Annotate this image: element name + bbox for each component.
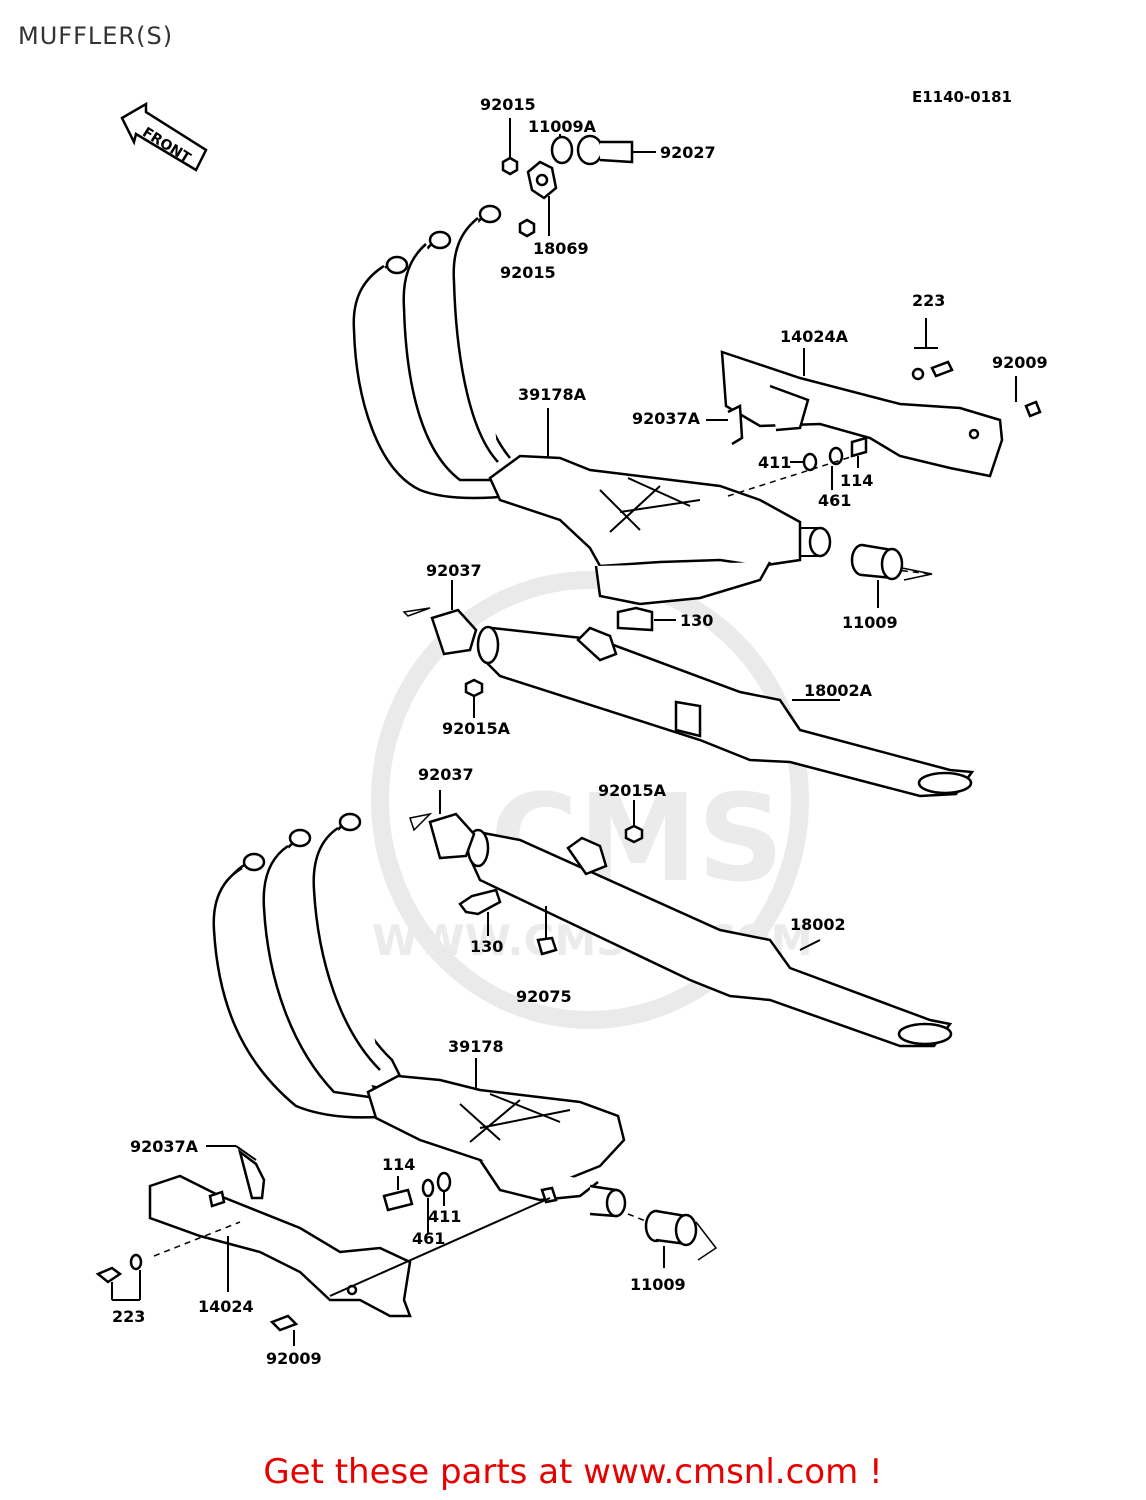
part-labels: 92015 11009A 92027 18069 92015 223 14024… [112, 95, 1048, 1368]
part-label: 11009 [630, 1275, 686, 1294]
upper-sleeve [850, 543, 933, 608]
part-label: 92015A [442, 719, 511, 738]
lower-heat-guard [95, 1145, 551, 1346]
top-hardware [501, 118, 656, 238]
lower-collector-box [366, 1058, 627, 1218]
part-label: 18002A [804, 681, 873, 700]
front-arrow-icon: FRONT [120, 101, 208, 172]
part-label: 461 [818, 491, 851, 510]
part-label: 411 [428, 1207, 461, 1226]
lower-sleeve [627, 1209, 718, 1268]
lower-header-pipes [212, 812, 402, 1119]
part-label: 92037A [632, 409, 701, 428]
part-label: 18069 [533, 239, 589, 258]
part-label: 39178A [518, 385, 587, 404]
upper-collector-box [488, 454, 832, 606]
lower-muffler [409, 790, 953, 1048]
part-label: 461 [412, 1229, 445, 1248]
part-label: 92075 [516, 987, 572, 1006]
footer-link[interactable]: Get these parts at www.cmsnl.com ! [263, 1452, 883, 1492]
part-label: 130 [470, 937, 503, 956]
part-label: 114 [382, 1155, 415, 1174]
part-label: 92009 [992, 353, 1048, 372]
part-label: 114 [840, 471, 873, 490]
upper-header-pipes [352, 204, 521, 500]
page-title: MUFFLER(S) [18, 22, 174, 50]
upper-heat-guard [547, 318, 1042, 575]
part-label: 39178 [448, 1037, 504, 1056]
diagram-code: E1140-0181 [912, 88, 1012, 106]
part-label: 92037A [130, 1137, 199, 1156]
part-label: 92009 [266, 1349, 322, 1368]
part-label: 130 [680, 611, 713, 630]
part-label: 223 [112, 1307, 145, 1326]
part-label: 18002 [790, 915, 846, 934]
part-label: 92015A [598, 781, 667, 800]
part-label: 14024A [780, 327, 849, 346]
part-label: 411 [758, 453, 791, 472]
part-label: 223 [912, 291, 945, 310]
part-label: 92015 [480, 95, 536, 114]
part-label: 11009A [528, 117, 597, 136]
part-label: 92027 [660, 143, 716, 162]
upper-muffler [402, 580, 975, 798]
part-label: 92037 [426, 561, 482, 580]
part-label: 92015 [500, 263, 556, 282]
part-label: 14024 [198, 1297, 254, 1316]
part-label: 92037 [418, 765, 474, 784]
part-label: 11009 [842, 613, 898, 632]
